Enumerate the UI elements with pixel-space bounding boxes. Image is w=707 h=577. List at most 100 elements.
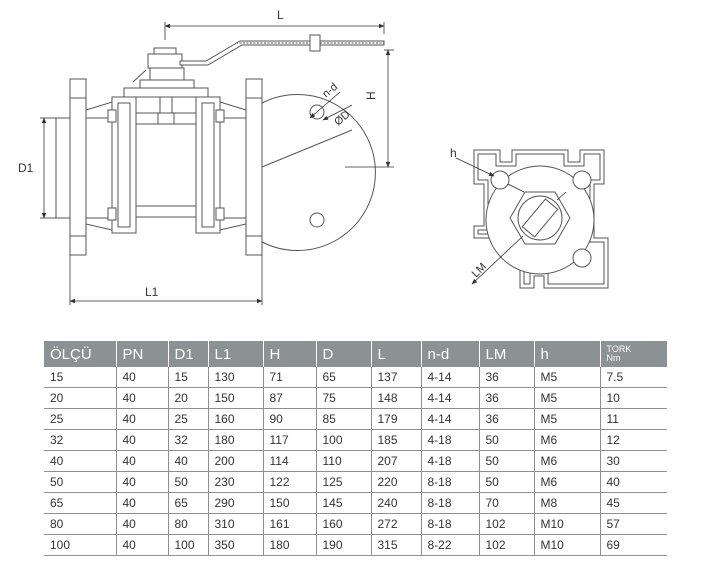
table-cell: 8-22 [420, 534, 479, 556]
table-cell: 100 [44, 534, 116, 556]
table-cell: M8 [533, 492, 600, 514]
table-cell: 65 [315, 367, 371, 388]
table-cell: 50 [167, 471, 208, 493]
table-cell: 40 [599, 471, 667, 493]
table-cell: 32 [44, 429, 116, 451]
lever-arm [179, 40, 385, 66]
table-cell: 137 [370, 367, 421, 388]
stem-nut [147, 53, 183, 69]
table-cell: 25 [44, 408, 116, 430]
table-cell: 4-14 [420, 408, 479, 430]
table-cell: 50 [478, 450, 534, 472]
table-cell: 100 [315, 429, 371, 451]
table-cell: 148 [370, 387, 421, 409]
table-cell: 36 [478, 387, 534, 409]
table-cell: 40 [115, 387, 168, 409]
header-d: D [315, 341, 371, 367]
table-cell: 45 [599, 492, 667, 514]
table-cell: M6 [533, 429, 600, 451]
table-cell: 65 [167, 492, 208, 514]
table-cell: 185 [370, 429, 421, 451]
label-L1: L1 [145, 285, 159, 299]
table-cell: 40 [115, 408, 168, 430]
table-cell: M6 [533, 471, 600, 493]
table-cell: 90 [262, 408, 316, 430]
table-cell: 190 [315, 534, 371, 556]
mounting-view-dimensions [455, 157, 567, 285]
table-cell: 7.5 [599, 367, 667, 388]
table-cell: 15 [44, 367, 116, 388]
table-cell: 145 [315, 492, 371, 514]
table-cell: 11 [599, 408, 667, 430]
right-flange [245, 78, 263, 256]
table-cell: M5 [533, 367, 600, 388]
table-cell: 40 [115, 450, 168, 472]
table-cell: 160 [315, 513, 371, 535]
table-cell: M5 [533, 387, 600, 409]
table-cell: 65 [44, 492, 116, 514]
table-cell: 100 [167, 534, 208, 556]
label-H: H [364, 91, 378, 100]
header-olcu: ÖLÇÜ [44, 341, 116, 367]
label-LM: LM [470, 261, 489, 280]
table-cell: 40 [115, 534, 168, 556]
table-cell: 12 [599, 429, 667, 451]
valve-body [135, 112, 197, 218]
table-cell: 85 [315, 408, 371, 430]
bolt-hole-bottom [309, 212, 325, 228]
table-cell: 230 [207, 471, 263, 493]
table-cell: 161 [262, 513, 316, 535]
table-cell: 102 [478, 534, 534, 556]
table-cell: 160 [207, 408, 263, 430]
table-cell: 20 [44, 387, 116, 409]
table-cell: 40 [44, 450, 116, 472]
table-cell: 4-18 [420, 450, 479, 472]
header-pn: PN [115, 341, 168, 367]
table-cell: 50 [478, 429, 534, 451]
table-cell: 57 [599, 513, 667, 535]
table-cell: 272 [370, 513, 421, 535]
table-cell: M5 [533, 408, 600, 430]
header-tork-line2: Nm [606, 353, 621, 363]
table-cell: 179 [370, 408, 421, 430]
table-cell: 40 [115, 471, 168, 493]
table-cell: 180 [207, 429, 263, 451]
table-cell: 150 [207, 387, 263, 409]
table-cell: 350 [207, 534, 263, 556]
side-view-dimensions [40, 22, 394, 305]
table-cell: 180 [262, 534, 316, 556]
table-cell: 87 [262, 387, 316, 409]
table-cell: 4-14 [420, 367, 479, 388]
valve-mounting-view [473, 149, 609, 289]
table-cell: 310 [207, 513, 263, 535]
header-d1: D1 [167, 341, 208, 367]
table-cell: 114 [262, 450, 316, 472]
table-cell: 40 [115, 367, 168, 388]
header-l: L [370, 341, 421, 367]
left-flange [69, 78, 87, 256]
table-cell: 36 [478, 408, 534, 430]
table-cell: 117 [262, 429, 316, 451]
label-n-d: n-d [320, 81, 340, 100]
table-cell: 40 [167, 450, 208, 472]
table-cell: 40 [115, 492, 168, 514]
table-cell: 200 [207, 450, 263, 472]
table-cell: 71 [262, 367, 316, 388]
table-cell: 80 [44, 513, 116, 535]
header-h-small: h [533, 341, 600, 367]
table-cell: 69 [599, 534, 667, 556]
table-cell: 15 [167, 367, 208, 388]
table-cell: 290 [207, 492, 263, 514]
table-cell: 8-18 [420, 492, 479, 514]
header-tork-line1: TORK [606, 344, 632, 354]
